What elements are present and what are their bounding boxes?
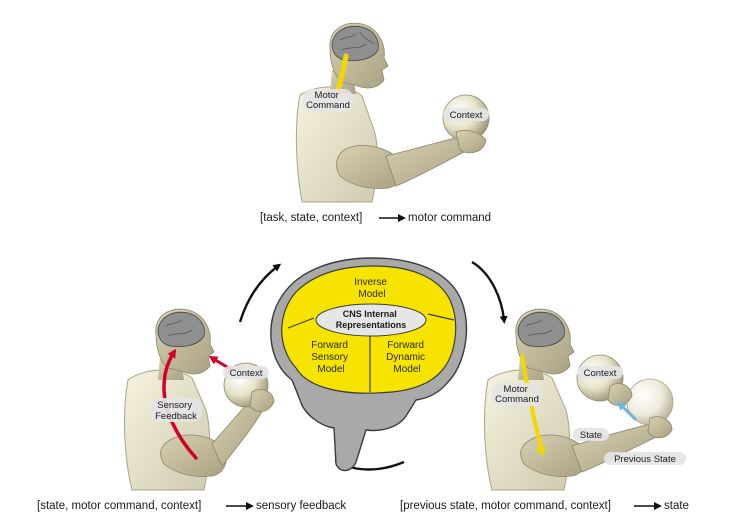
inverse-model-line2: Model — [358, 289, 385, 300]
left-sensory-feedback-label-bg — [150, 398, 202, 422]
svg-text:CNS Internal Representat: CNS Internal Representations — [336, 309, 407, 330]
right-motor-command-line1: Motor — [504, 384, 528, 395]
left-brain — [157, 311, 205, 348]
right-state-path — [617, 401, 638, 422]
left-caption-result: sensory feedback — [256, 500, 346, 512]
svg-text:Forward Dynamic Mo: Forward Dynamic Model — [386, 340, 428, 375]
forward-sensory-line3: Model — [317, 364, 344, 375]
right-context-label: Context — [584, 368, 617, 379]
forward-dynamic-line1: Forward — [387, 340, 424, 351]
top-motor-pathway — [335, 53, 349, 93]
left-context-label: Context — [230, 368, 263, 379]
forward-sensory-line1: Forward — [311, 340, 348, 351]
top-motor-command-line2: Command — [306, 100, 350, 111]
cns-brain: Inverse Model CNS Internal Representatio… — [270, 257, 468, 472]
top-caption: [task, state, context] — [260, 212, 362, 224]
right-context-label-bg — [577, 366, 623, 379]
cns-line2: Representations — [336, 320, 407, 330]
right-state-label-bg — [573, 428, 609, 441]
right-previous-state-label-bg — [604, 452, 686, 465]
top-hand — [455, 130, 487, 154]
right-caption-result: state — [664, 500, 689, 512]
right-hand-2 — [647, 416, 673, 439]
top-context-label: Context — [450, 110, 483, 121]
right-hand — [607, 383, 633, 406]
left-figure: Context Sensory Feedback [state, motor c… — [37, 308, 346, 512]
svg-text:Inverse Model: Inverse Model — [354, 277, 390, 300]
right-figure: Motor Command Context State Previous Sta… — [400, 308, 689, 512]
top-motor-command-line1: Motor — [315, 90, 339, 101]
cns-line1: CNS Internal — [343, 309, 397, 319]
cycle-arrow-top-right — [471, 260, 508, 324]
top-figure: Motor Command Context [task, state, cont… — [260, 22, 491, 224]
left-sensory-line1: Sensory — [157, 400, 192, 411]
top-brain — [331, 25, 379, 62]
left-sensory-line2: Feedback — [155, 411, 197, 422]
forward-dynamic-line3: Model — [393, 364, 420, 375]
forward-sensory-line2: Sensory — [311, 352, 348, 363]
right-caption: [previous state, motor command, context] — [400, 500, 611, 512]
right-motor-command-label-bg — [492, 383, 542, 406]
svg-text:Sensory Feedback: Sensory Feedback — [155, 400, 197, 422]
left-context-label-bg — [223, 366, 269, 379]
cycle-arrow-top-left — [238, 263, 282, 323]
top-caption-result: motor command — [408, 212, 491, 224]
left-caption: [state, motor command, context] — [37, 500, 201, 512]
inverse-model-line1: Inverse — [354, 277, 387, 288]
right-state-label: State — [580, 430, 602, 441]
top-motor-command-label-bg — [303, 89, 353, 112]
right-upper-arm — [520, 434, 587, 477]
left-hand — [249, 389, 275, 412]
svg-text:Motor Command: Motor Command — [306, 90, 350, 111]
right-motor-command-line2: Command — [495, 394, 539, 405]
svg-text:Forward Sensory Mo: Forward Sensory Model — [311, 340, 350, 375]
right-previous-state-label: Previous State — [614, 454, 676, 465]
forward-dynamic-line2: Dynamic — [386, 352, 425, 363]
right-brain — [517, 311, 565, 348]
top-context-label-bg — [443, 108, 489, 121]
left-sensory-feedback-path — [162, 348, 198, 460]
svg-text:Motor Command: Motor Command — [495, 384, 539, 405]
cns-ellipse — [315, 303, 427, 337]
